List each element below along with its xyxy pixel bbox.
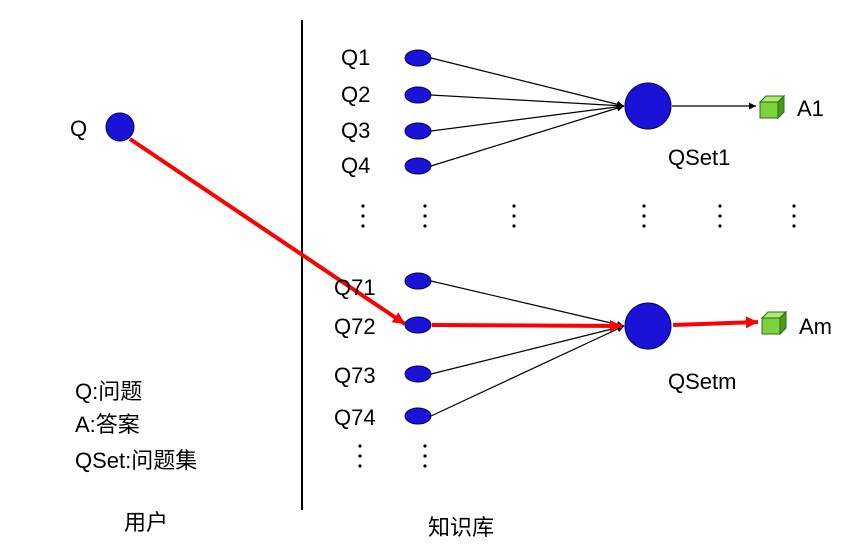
qset-label: QSet1 [668,145,730,170]
green-cube-icon [758,94,786,120]
kb-section-label: 知识库 [428,515,494,540]
match-path [128,137,759,332]
answer-label: Am [799,314,832,339]
qset-label: QSetm [668,369,736,394]
legend-item: QSet:问题集 [75,448,197,473]
question-label: Q74 [334,405,376,430]
top-question-nodes [404,49,432,175]
bottom-question-nodes [404,272,432,425]
question-label: Q72 [334,314,376,339]
ellipsis-row [361,204,796,228]
answer-label: A1 [797,96,824,121]
green-cube-icon [760,310,788,336]
bottom-question-edges [430,280,625,417]
legend-item: Q:问题 [75,379,142,404]
question-label: Q2 [341,82,370,107]
top-question-edges [430,57,625,167]
question-label: Q1 [341,45,370,70]
question-label: Q4 [341,153,370,178]
user-section-label: 用户 [124,510,168,535]
top-qset-node [624,82,672,130]
user-question-node [105,112,135,142]
legend-item: A:答案 [75,412,140,437]
question-label: Q73 [334,363,376,388]
ellipsis-bottom [358,444,427,468]
question-label: Q71 [334,275,376,300]
user-question-label: Q [70,116,87,141]
bottom-qset-node [624,302,672,350]
question-label: Q3 [341,118,370,143]
